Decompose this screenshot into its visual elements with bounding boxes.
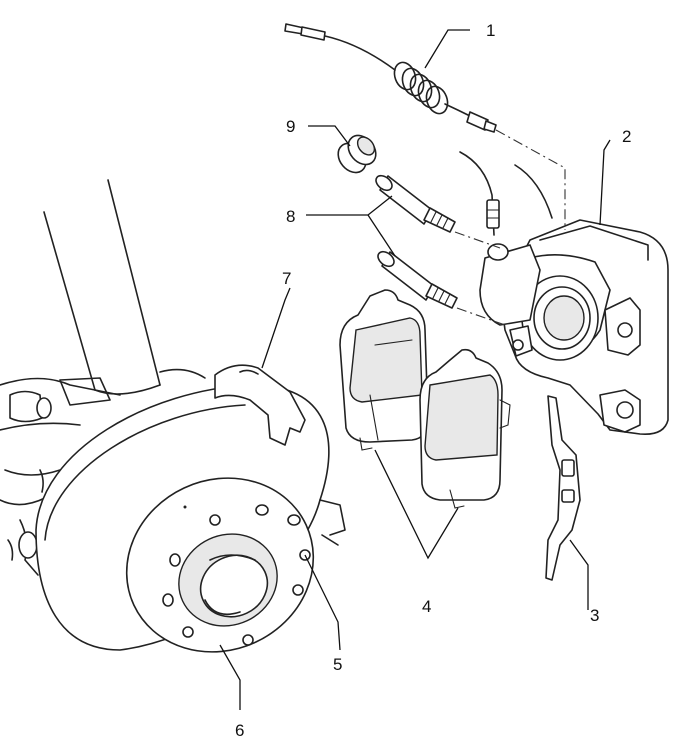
- wheel-bolt-holes: [162, 504, 311, 646]
- brake-pad-inner: [339, 289, 429, 451]
- guide-bolt-upper: [375, 174, 456, 233]
- callout-9: 9: [286, 117, 295, 136]
- callout-4: 4: [422, 597, 431, 616]
- leader-lines: [219, 29, 611, 710]
- bolt-dust-cap: [337, 134, 377, 174]
- callout-8: 8: [286, 207, 295, 226]
- pad-wear-sensor: [284, 23, 497, 133]
- callout-7: 7: [282, 269, 291, 288]
- callout-5: 5: [333, 655, 342, 674]
- brake-pad-outer: [419, 348, 511, 509]
- callout-3: 3: [590, 606, 599, 625]
- callout-2: 2: [622, 127, 631, 146]
- guide-bolt-lower: [377, 250, 458, 309]
- brake-disc: [35, 384, 346, 653]
- callout-labels: 1 2 3 4 5 6 7 8 9: [235, 21, 631, 740]
- alignment-lines: [454, 129, 566, 326]
- brake-caliper: [459, 151, 669, 436]
- pad-retaining-spring: [545, 395, 581, 581]
- callout-6: 6: [235, 721, 244, 740]
- callout-1: 1: [486, 21, 495, 40]
- dust-shield: [214, 364, 306, 446]
- suspension-strut: [0, 179, 206, 576]
- sensor-cable-coil: [393, 61, 449, 115]
